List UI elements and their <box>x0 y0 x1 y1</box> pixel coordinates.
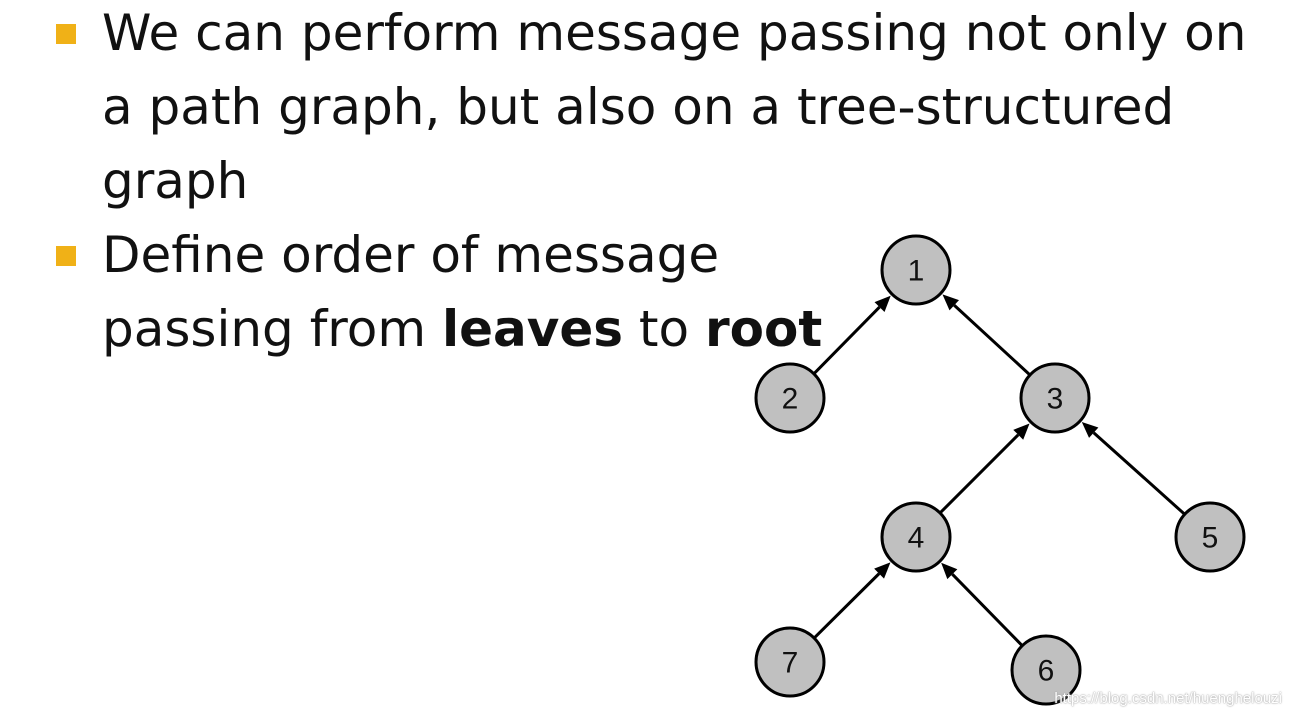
edge-3-to-1 <box>942 294 1032 377</box>
node-label: 1 <box>908 255 925 288</box>
tree-node-3: 3 <box>1019 362 1091 434</box>
tree-node-5: 5 <box>1174 501 1246 573</box>
edge-line <box>813 572 881 640</box>
node-circle <box>1019 362 1091 434</box>
bullet-line: We can perform message passing not only … <box>102 4 1247 62</box>
node-label: 6 <box>1038 655 1055 688</box>
watermark-url: https://blog.csdn.net/huenghelouzi <box>1054 690 1282 707</box>
tree-node-6: 6 <box>1010 634 1082 706</box>
edge-line <box>938 433 1020 515</box>
tree-edges <box>812 294 1186 647</box>
emphasis-leaves: leaves <box>441 300 624 358</box>
arrowhead-icon <box>1081 422 1099 438</box>
tree-node-1: 1 <box>880 234 952 306</box>
node-label: 4 <box>908 522 925 555</box>
bullet-text: We can perform message passing not only … <box>102 0 1276 218</box>
bullet-marker-icon <box>56 24 76 44</box>
arrowhead-icon <box>941 562 958 580</box>
node-label: 7 <box>782 647 799 680</box>
node-circle <box>880 501 952 573</box>
bullet-line-with-emphasis: passing from leaves to root <box>102 292 822 366</box>
node-circle <box>754 362 826 434</box>
edge-line <box>1092 431 1186 516</box>
tree-node-4: 4 <box>880 501 952 573</box>
tree-node-2: 2 <box>754 362 826 434</box>
edge-line <box>953 304 1032 377</box>
emphasis-root: root <box>705 300 823 358</box>
arrowhead-icon <box>942 294 959 311</box>
edge-4-to-3 <box>938 423 1030 515</box>
bullet-line: a path graph, but also on a tree-structu… <box>102 78 1175 136</box>
node-circle <box>754 626 826 698</box>
text-to: to <box>623 300 705 358</box>
edge-6-to-4 <box>941 562 1024 647</box>
bullet-item-tree-graph: We can perform message passing not only … <box>56 0 1276 218</box>
edge-line <box>951 573 1024 647</box>
node-label: 2 <box>782 383 799 416</box>
arrowhead-icon <box>874 562 891 579</box>
bullet-line: Define order of message <box>102 226 720 284</box>
arrowhead-icon <box>874 295 891 312</box>
edge-2-to-1 <box>812 295 891 375</box>
node-label: 5 <box>1202 522 1219 555</box>
arrowhead-icon <box>1013 423 1030 440</box>
bullet-item-message-order: Define order of message passing from lea… <box>56 218 822 366</box>
node-label: 3 <box>1047 383 1064 416</box>
edge-line <box>812 306 881 375</box>
bullet-text: Define order of message passing from lea… <box>102 218 822 366</box>
text-passing-from: passing from <box>102 300 442 358</box>
edge-7-to-4 <box>813 562 891 640</box>
tree-node-7: 7 <box>754 626 826 698</box>
node-circle <box>880 234 952 306</box>
edge-5-to-3 <box>1081 422 1186 516</box>
bullet-line: graph <box>102 152 249 210</box>
node-circle <box>1174 501 1246 573</box>
node-circle <box>1010 634 1082 706</box>
tree-nodes: 1 2 3 4 5 6 7 <box>754 234 1246 706</box>
bullet-marker-icon <box>56 246 76 266</box>
